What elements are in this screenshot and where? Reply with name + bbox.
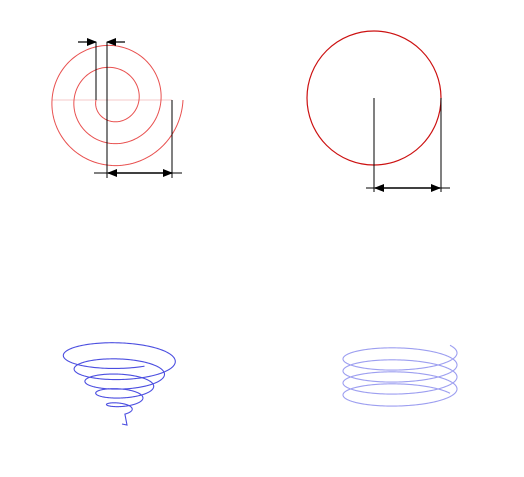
flat-spiral-figure xyxy=(51,38,184,178)
flat-spiral-curve xyxy=(51,44,184,167)
cylindrical-helix-curve xyxy=(342,344,458,407)
conical-helix-curve xyxy=(62,342,176,426)
conical-helix-figure xyxy=(62,342,176,426)
cylindrical-helix-figure xyxy=(342,344,458,407)
circle-figure xyxy=(306,30,450,192)
